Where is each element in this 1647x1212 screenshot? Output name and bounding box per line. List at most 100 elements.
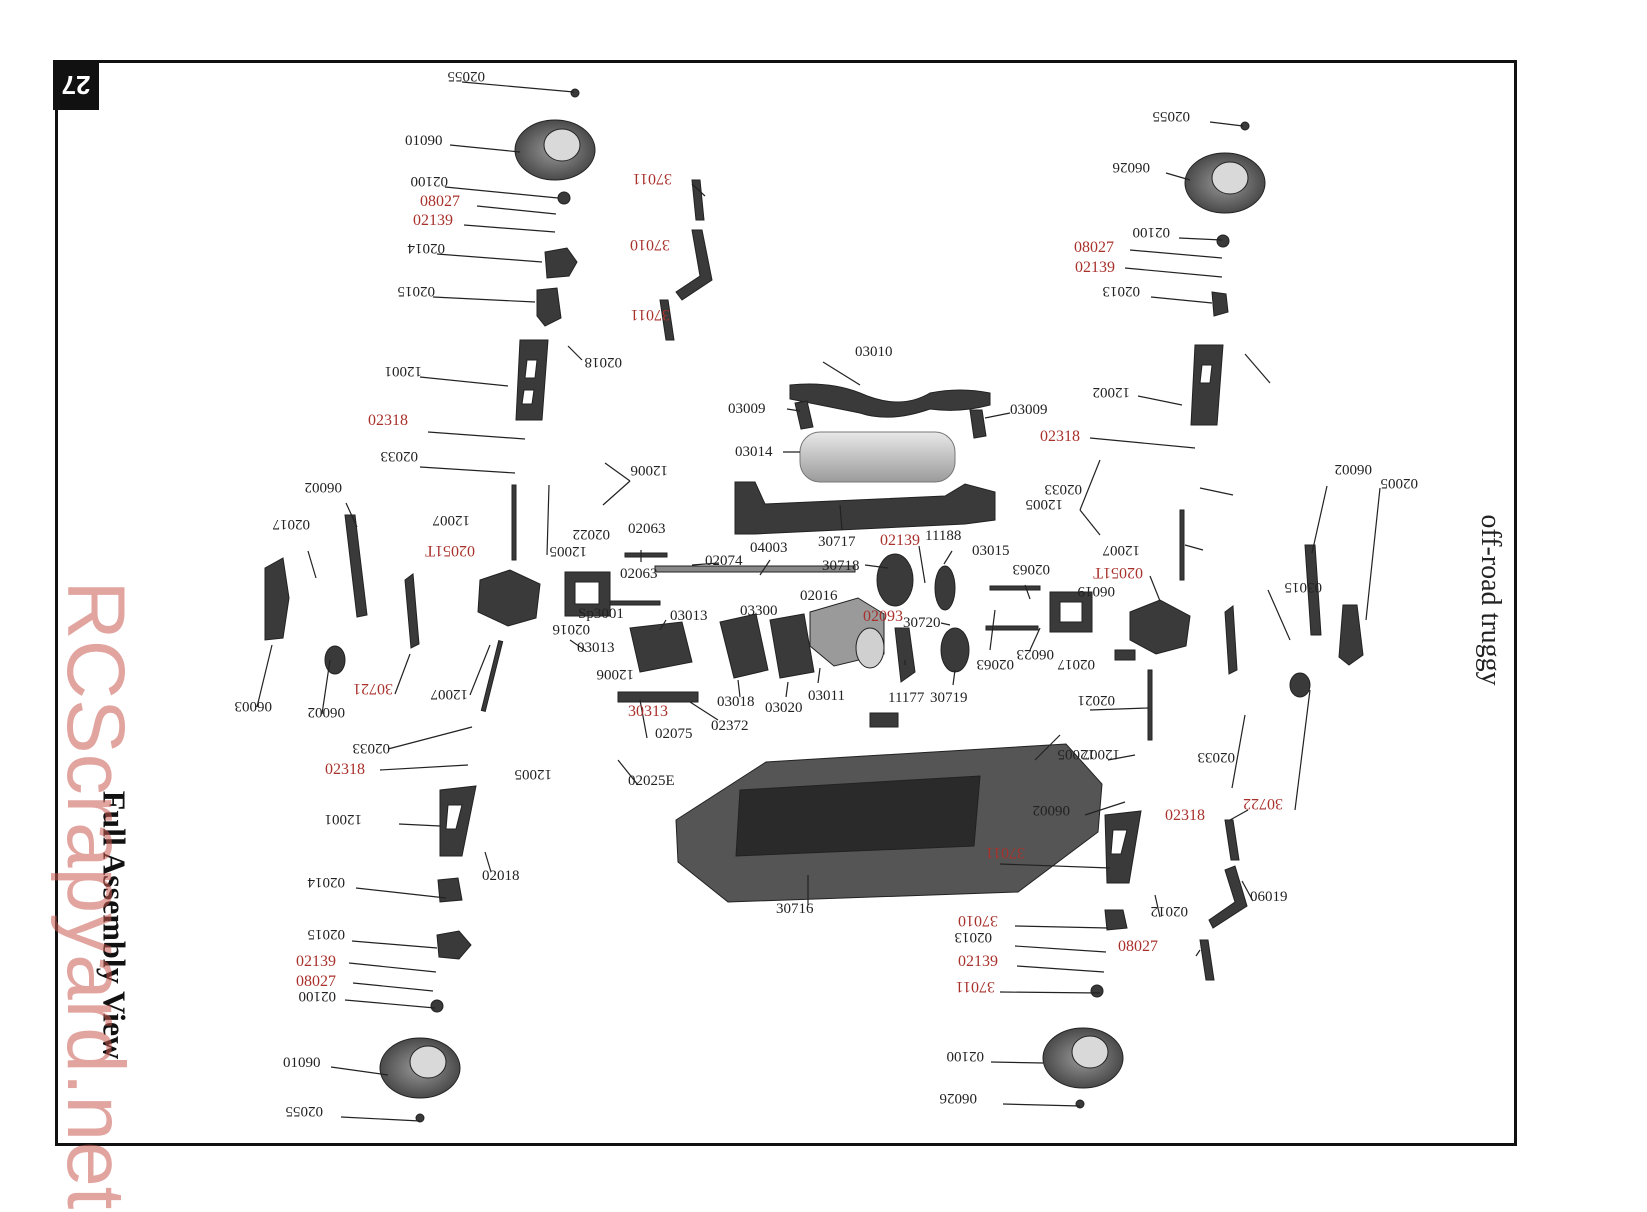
part-label: 02055 (3, 0, 41, 2)
part-label: 02033 (353, 740, 391, 756)
part-label: 11177 (888, 690, 925, 706)
part-label: 02318 (325, 761, 365, 778)
part-label: 02015 (398, 283, 436, 299)
part-label: 08027 (296, 973, 336, 990)
part-label: 02100 (947, 1048, 985, 1064)
part-label: 03020 (765, 700, 803, 716)
part-label: 02093 (863, 608, 903, 625)
part-label: 37011 (956, 978, 995, 995)
part-label: 12005 (515, 766, 553, 782)
part-label: 08027 (420, 193, 460, 210)
part-label: 12005 (1026, 496, 1064, 512)
part-label: 02022 (573, 526, 611, 542)
part-label: 02063 (977, 656, 1015, 672)
part-label: 02017 (1057, 656, 1095, 672)
part-label: 02063 (628, 521, 666, 537)
diff-frame (564, 571, 611, 617)
part-label: 02318 (368, 412, 408, 429)
part-label: 02051T (1093, 564, 1143, 581)
shaft (985, 625, 1039, 631)
part-label: 02014 (307, 874, 345, 890)
part-label: 06002 (1033, 802, 1071, 818)
shaft (989, 585, 1041, 591)
diff-frame (1049, 591, 1093, 633)
part-label: 03015 (1285, 579, 1323, 595)
hinge-plate (1224, 605, 1238, 675)
part-label: 12006 (630, 462, 668, 478)
hex-hub (1090, 984, 1104, 998)
spur-gear (876, 553, 914, 607)
part-label: 37011 (631, 306, 670, 323)
nut (570, 88, 580, 98)
turnbuckle (1179, 509, 1185, 581)
part-label: 12007 (430, 686, 468, 702)
turnbuckle (480, 639, 504, 713)
arm-rear-right (1104, 810, 1142, 884)
diagram-subtitle: off-road truggy (1475, 514, 1506, 686)
page-frame (55, 60, 1517, 1146)
part-label: 02100 (299, 988, 337, 1004)
part-label: 02055 (286, 1103, 324, 1119)
part-label: 02017 (272, 516, 310, 532)
battery (799, 431, 956, 483)
arm-front-left (515, 339, 549, 421)
part-label: 02033 (1198, 749, 1236, 765)
part-label: 12005 (550, 543, 588, 559)
part-label: 06003 (235, 698, 273, 714)
part-label: 02016 (800, 588, 838, 604)
bumper-left (264, 557, 290, 641)
part-label: 12001 (325, 811, 363, 827)
part-label: 02318 (1165, 807, 1205, 824)
tire-rear-left (379, 1037, 461, 1099)
part-label: 03009 (1010, 402, 1048, 418)
hub-carrier-rear-left (437, 877, 463, 903)
part-label: 37010 (630, 236, 670, 253)
part-label: 02013 (1103, 283, 1141, 299)
diff-front (477, 569, 541, 627)
part-label: 02063 (620, 566, 658, 582)
part-label: 06019 (1250, 889, 1288, 905)
hex-mount (324, 645, 346, 675)
part-label: 03010 (855, 344, 893, 360)
shaft (609, 600, 661, 606)
slipper-clutch (934, 565, 956, 611)
hex-hub (557, 191, 571, 205)
part-label: 03018 (717, 694, 755, 710)
part-label: 02014 (407, 240, 445, 256)
part-label: 02021 (1078, 692, 1116, 708)
knuckle-front-left (544, 247, 578, 279)
hinge-plate (404, 573, 420, 649)
part-label: 02016 (552, 621, 590, 637)
part-label: 30717 (818, 534, 856, 550)
part-label: 02139 (880, 532, 920, 549)
hex-hub (430, 999, 444, 1013)
brace-post (794, 400, 814, 430)
part-label: 02055 (1153, 108, 1191, 124)
part-label: 02018 (482, 868, 520, 884)
battery-strap (734, 481, 996, 535)
shaft (624, 552, 668, 558)
part-label: 03014 (735, 444, 773, 460)
part-label: 30721 (353, 680, 393, 697)
outdrive (1114, 649, 1136, 661)
gear-cover (894, 627, 916, 683)
part-label: 01090 (283, 1055, 321, 1071)
steering-links-rear (1199, 819, 1248, 981)
servo (629, 621, 693, 673)
part-label: 08027 (1118, 938, 1158, 955)
part-label: 02139 (413, 212, 453, 229)
part-label: 02005 (1381, 475, 1419, 491)
tire-rear-right (1042, 1027, 1124, 1089)
part-label: 02033 (1045, 481, 1083, 497)
part-label: 06002 (1335, 461, 1373, 477)
part-label: 30716 (776, 901, 814, 917)
part-label: 02055 (448, 68, 486, 84)
part-label: 03011 (808, 688, 845, 704)
part-label: 12007 (432, 512, 470, 528)
part-label: 37010 (958, 912, 998, 929)
part-label: 06002 (305, 479, 343, 495)
part-label: 30313 (628, 703, 668, 720)
part-label: 37011 (986, 844, 1025, 861)
part-label: 02139 (296, 953, 336, 970)
